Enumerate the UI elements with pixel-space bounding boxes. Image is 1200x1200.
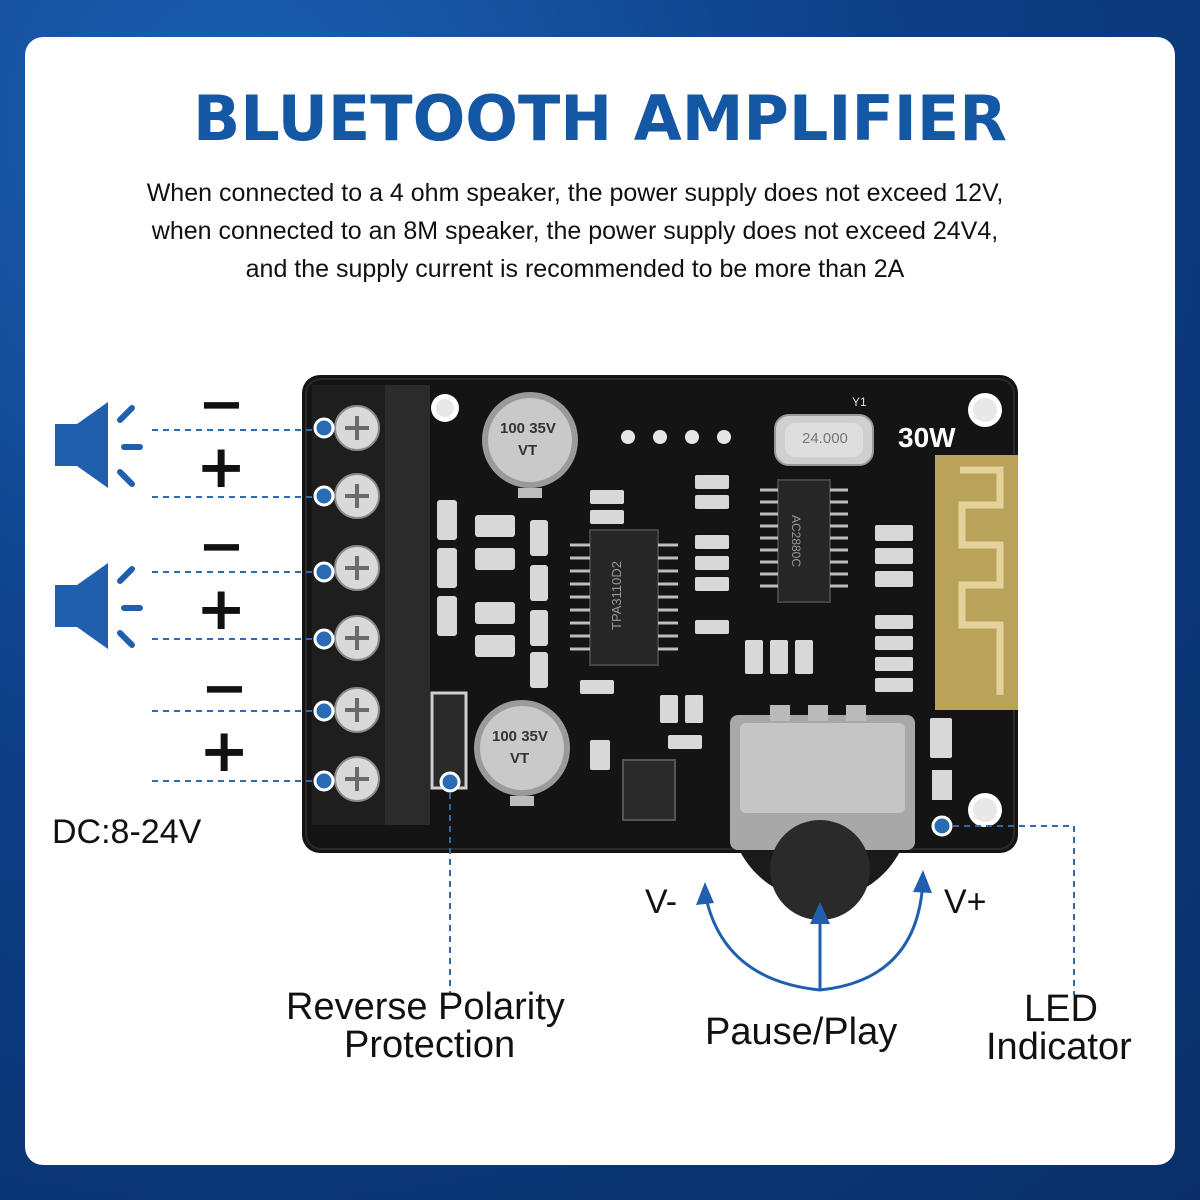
capacitor-top-value: 100 35V: [500, 420, 556, 437]
crystal-value: 24.000: [802, 430, 848, 447]
arrow-head-left: [696, 882, 714, 905]
speaker-icon-bottom: [55, 563, 143, 649]
supply-voltage-label: DC:8-24V: [52, 813, 202, 851]
spec-description: When connected to a 4 ohm speaker, the p…: [50, 174, 1100, 288]
supply-minus: −: [201, 656, 248, 721]
supply-plus: +: [199, 716, 250, 786]
amplifier-chip: [589, 529, 659, 666]
power-rating-label: 30W: [898, 422, 956, 453]
speaker1-minus: −: [198, 372, 245, 437]
led-indicator-label-line2: Indicator: [986, 1026, 1132, 1068]
amplifier-chip-marking: TPA3110D2: [608, 561, 624, 630]
arrow-head-center: [810, 902, 830, 924]
speaker2-minus: −: [198, 514, 245, 579]
led-indicator-label-line1: LED: [1024, 988, 1098, 1030]
capacitor-top-series: VT: [518, 442, 538, 459]
spec-line-1: When connected to a 4 ohm speaker, the p…: [146, 179, 1004, 207]
bluetooth-chip-marking: AC2880C: [789, 514, 804, 568]
volume-up-label: V+: [944, 883, 987, 921]
capacitor-bottom-value: 100 35V: [492, 728, 548, 745]
capacitor-bottom-series: VT: [510, 750, 530, 767]
spec-line-2: when connected to an 8M speaker, the pow…: [151, 217, 999, 245]
bluetooth-chip: [777, 479, 831, 603]
reverse-polarity-label-line1: Reverse Polarity: [286, 986, 565, 1028]
speaker-icon-top: [55, 402, 143, 488]
capacitor-top: [482, 392, 578, 498]
pause-play-label: Pause/Play: [705, 1011, 898, 1053]
arrow-head-right: [913, 870, 932, 893]
spec-line-3: and the supply current is recommended to…: [245, 255, 905, 283]
speaker1-plus: +: [196, 432, 247, 502]
crystal-designator: Y1: [852, 395, 867, 409]
page-title: BLUETOOTH AMPLIFIER: [193, 82, 1007, 155]
rotary-encoder: [730, 705, 915, 920]
reverse-polarity-label-line2: Protection: [344, 1024, 516, 1066]
volume-down-label: V-: [645, 883, 678, 921]
speaker2-plus: +: [196, 574, 247, 644]
capacitor-bottom: [474, 700, 570, 806]
